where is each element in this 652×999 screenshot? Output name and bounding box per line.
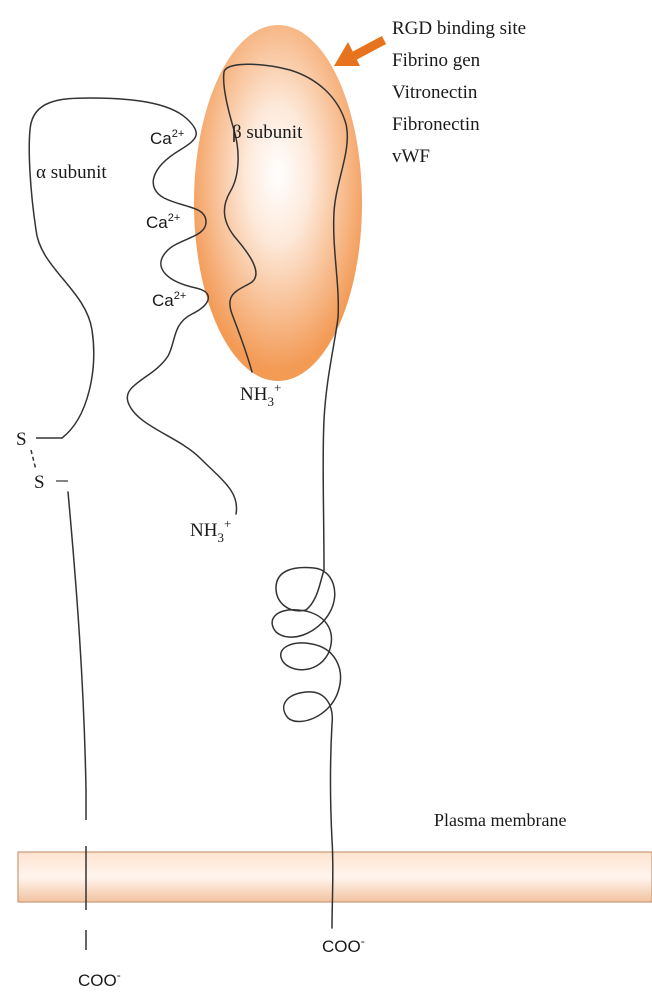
alpha-subunit-label: α subunit <box>36 162 107 183</box>
alpha-carboxyl-label: COO- <box>78 968 121 990</box>
fibronectin-label: Fibronectin <box>392 114 480 135</box>
calcium-label-3: Ca2+ <box>152 290 186 310</box>
disulfide-bond <box>31 450 36 470</box>
calcium-label-2: Ca2+ <box>146 212 180 232</box>
sulfur-label-bottom: S <box>34 472 45 493</box>
beta-carboxyl-label: COO- <box>322 934 365 956</box>
beta-subunit-label: β subunit <box>232 122 303 143</box>
beta-amine-label: NH3+ <box>240 380 281 409</box>
rgd-binding-site-label: RGD binding site <box>392 18 526 39</box>
alpha-amine-label: NH3+ <box>190 516 231 545</box>
alpha-transmembrane <box>68 492 86 790</box>
calcium-label-1: Ca2+ <box>150 128 184 148</box>
rgd-arrow <box>334 40 384 66</box>
vwf-label: vWF <box>392 146 430 167</box>
plasma-membrane-label: Plasma membrane <box>434 810 566 830</box>
plasma-membrane <box>18 852 652 902</box>
fibrinogen-label: Fibrino gen <box>392 50 481 71</box>
sulfur-label-top: S <box>16 429 27 450</box>
vitronectin-label: Vitronectin <box>392 82 478 103</box>
